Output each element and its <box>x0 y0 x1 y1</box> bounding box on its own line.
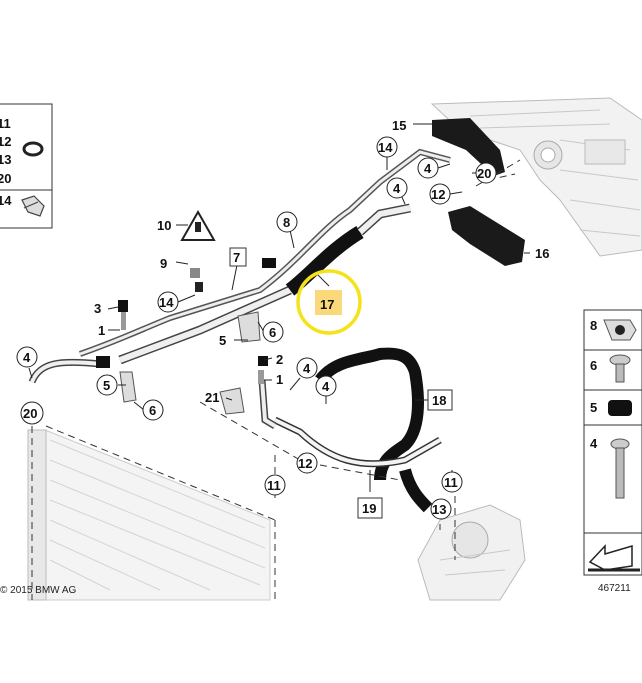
left-legend-panel: 11 12 13 20 14 <box>0 103 53 229</box>
callout-circle-13: 13 <box>430 498 452 520</box>
callout-box-7: 7 <box>229 247 247 267</box>
callout-circle-6b: 6 <box>142 399 164 421</box>
svg-text:13: 13 <box>432 502 446 517</box>
svg-text:11: 11 <box>267 478 281 493</box>
bracket-16-shape <box>448 206 525 266</box>
callout-15: 15 <box>392 118 406 133</box>
screw-icon <box>610 438 630 499</box>
legend-right-4: 4 <box>590 436 598 451</box>
hose-17-section <box>285 225 364 296</box>
svg-text:19: 19 <box>362 501 376 516</box>
clip-icon <box>21 195 45 217</box>
callout-circle-8: 8 <box>276 211 298 233</box>
copyright-text: © 2015 BMW AG <box>0 585 77 596</box>
callout-10: 10 <box>157 218 171 233</box>
callout-circle-6a: 6 <box>262 321 284 343</box>
bolt-icon <box>609 354 631 383</box>
svg-text:8: 8 <box>283 215 290 230</box>
callout-16: 16 <box>535 246 549 261</box>
legend-right-5: 5 <box>590 400 597 415</box>
svg-text:12: 12 <box>431 187 445 202</box>
callout-5a: 5 <box>219 333 226 348</box>
svg-text:6: 6 <box>149 403 156 418</box>
grommet-icon <box>608 400 632 416</box>
condenser <box>27 429 271 601</box>
svg-text:4: 4 <box>322 379 330 394</box>
callout-1a: 1 <box>98 323 105 338</box>
callout-circle-11a: 11 <box>264 474 286 496</box>
callout-circle-4a: 4 <box>417 157 439 179</box>
callout-circle-4d: 4 <box>296 357 318 379</box>
callout-9: 9 <box>160 256 167 271</box>
callout-circle-4c: 4 <box>16 346 38 368</box>
svg-text:5: 5 <box>103 378 110 393</box>
hose-18-shape <box>315 347 424 481</box>
svg-text:17: 17 <box>320 297 334 312</box>
callout-circle-20a: 20 <box>475 162 497 184</box>
svg-text:20: 20 <box>23 406 37 421</box>
legend-left-14: 14 <box>0 193 12 208</box>
compressor <box>417 504 526 601</box>
legend-right-6: 6 <box>590 358 597 373</box>
svg-text:4: 4 <box>303 361 311 376</box>
image-number: 467211 <box>598 583 631 594</box>
svg-text:7: 7 <box>233 250 240 265</box>
legend-left-13: 13 <box>0 152 11 167</box>
callout-box-19: 19 <box>357 497 383 519</box>
svg-text:14: 14 <box>378 140 393 155</box>
callout-circle-12a: 12 <box>429 183 451 205</box>
callout-circle-4e: 4 <box>315 375 337 397</box>
callout-box-18: 18 <box>427 389 453 411</box>
svg-text:4: 4 <box>23 350 31 365</box>
right-legend-panel: 8 6 5 4 <box>583 309 642 576</box>
callout-1b: 1 <box>276 372 283 387</box>
callout-circle-11b: 11 <box>441 471 463 493</box>
arrow-orientation-icon <box>588 544 640 572</box>
svg-text:12: 12 <box>298 456 312 471</box>
svg-text:20: 20 <box>477 166 491 181</box>
svg-text:6: 6 <box>269 325 276 340</box>
svg-text:4: 4 <box>393 181 401 196</box>
o-ring-icon <box>22 141 44 157</box>
callout-box-17-highlighted: 17 <box>315 290 342 315</box>
valve-3-shape <box>118 300 128 312</box>
callout-circle-20b: 20 <box>20 401 44 425</box>
callout-3: 3 <box>94 301 101 316</box>
highlight-ring <box>296 269 362 335</box>
callout-circle-12b: 12 <box>296 452 318 474</box>
bracket-15-shape <box>432 118 505 176</box>
svg-text:14: 14 <box>159 295 174 310</box>
callout-21: 21 <box>205 390 219 405</box>
legend-left-20: 20 <box>0 171 11 186</box>
legend-left-12: 12 <box>0 134 11 149</box>
dashed-leader-lines <box>31 159 521 600</box>
pressure-sensor-icon <box>180 209 216 241</box>
callout-circle-5b: 5 <box>96 374 118 396</box>
callout-circle-14a: 14 <box>376 136 398 158</box>
legend-right-8: 8 <box>590 318 597 333</box>
svg-text:18: 18 <box>432 393 446 408</box>
callout-circle-14b: 14 <box>157 291 179 313</box>
callout-2: 2 <box>276 352 283 367</box>
legend-left-11: 11 <box>0 116 11 131</box>
leader-lines <box>28 123 530 492</box>
svg-text:11: 11 <box>444 475 458 490</box>
svg-text:4: 4 <box>424 161 432 176</box>
callout-circle-4b: 4 <box>386 177 408 199</box>
